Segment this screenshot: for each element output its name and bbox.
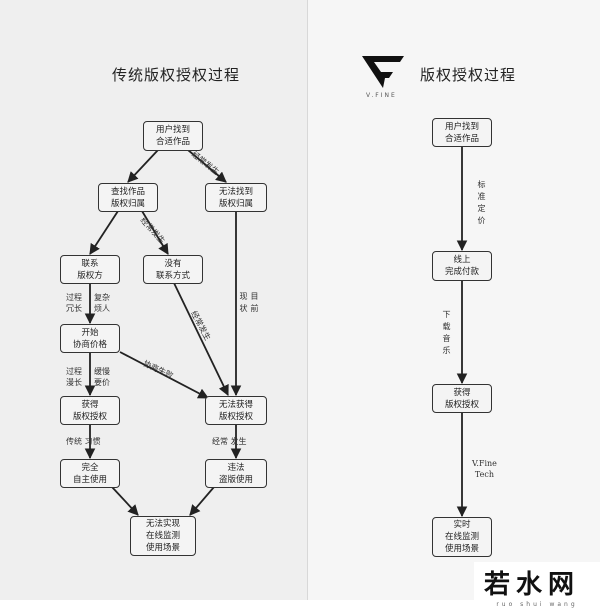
label-e11: 经常 发生	[212, 437, 247, 446]
node-r-online-monitoring: 实时 在线监测 使用场景	[432, 517, 492, 557]
traditional-panel	[0, 0, 308, 600]
edge-n10-n11	[189, 486, 215, 516]
node-user-finds-work: 用户找到 合适作品	[143, 121, 203, 151]
node-get-license: 获得 版权授权	[60, 396, 120, 425]
edge-n5-n8	[173, 282, 229, 396]
label-e4: 复杂 烦人	[94, 293, 110, 313]
label-e8: 过程 漫长	[66, 367, 82, 387]
watermark-sub: ruo shui wang	[496, 601, 578, 608]
edge-n2-n5	[141, 210, 169, 255]
vfine-logo-text: V.FINE	[366, 92, 397, 99]
edge-n1-n2	[127, 149, 159, 183]
label-re2: 下载音乐	[442, 310, 451, 358]
vfine-logo-mark	[362, 56, 404, 88]
vfine-title: 版权授权过程	[420, 66, 517, 84]
watermark-main: 若水网	[484, 570, 581, 600]
node-find-copyright-owner: 查找作品 版权归属	[98, 183, 158, 212]
node-negotiate-price: 开始 协商价格	[60, 324, 120, 353]
label-re3: V.Fine Tech	[472, 459, 497, 479]
edge-n9-n11	[111, 486, 139, 516]
node-cannot-get-license: 无法获得 版权授权	[205, 396, 267, 425]
label-e3: 过程 冗长	[66, 293, 82, 313]
node-no-online-monitoring: 无法实现 在线监测 使用场景	[130, 516, 196, 556]
vfine-logo	[360, 52, 406, 94]
edge-n1-n3	[187, 149, 227, 183]
node-free-use: 完全 自主使用	[60, 459, 120, 488]
node-contact-owner: 联系 版权方	[60, 255, 120, 284]
edge-n2-n4	[89, 210, 119, 255]
node-no-contact-info: 没有 联系方式	[143, 255, 203, 284]
label-e9: 缓慢 要价	[94, 367, 110, 387]
traditional-title: 传统版权授权过程	[112, 66, 241, 84]
panel-divider	[307, 0, 308, 600]
node-r-get-license: 获得 版权授权	[432, 384, 492, 413]
node-r-user-finds-work: 用户找到 合适作品	[432, 118, 492, 147]
node-piracy: 违法 盗版使用	[205, 459, 267, 488]
label-re1: 标准定价	[477, 180, 486, 228]
watermark: 若水网 ruo shui wang	[474, 562, 600, 608]
vfine-panel	[308, 0, 600, 600]
node-cannot-find-owner: 无法找到 版权归属	[205, 183, 267, 212]
edge-n6-n8	[119, 351, 209, 399]
label-e10: 传统 习惯	[66, 437, 101, 446]
node-r-pay-online: 线上 完成付款	[432, 251, 492, 281]
label-e6: 目前 现状	[239, 292, 259, 316]
